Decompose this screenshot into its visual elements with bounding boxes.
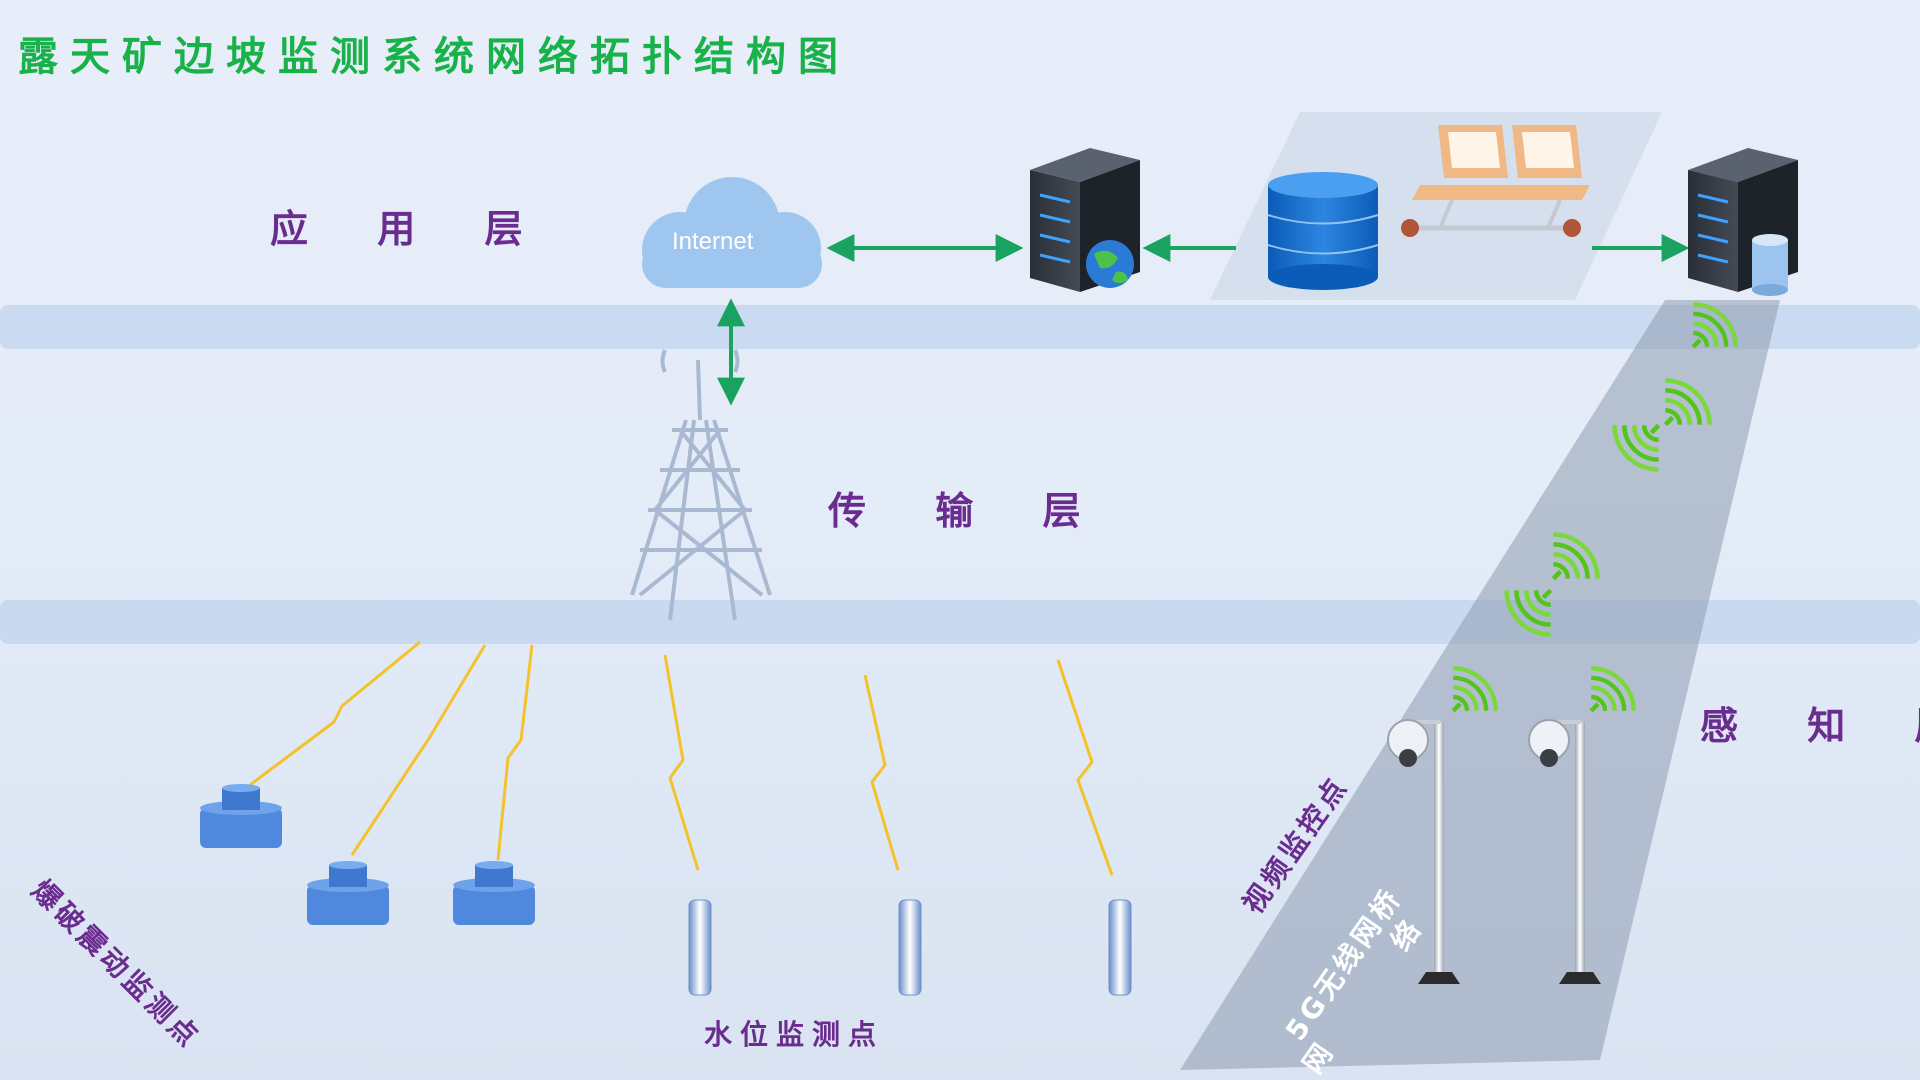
- water-level-sensor-icon: [898, 899, 922, 996]
- camera-pole-icon: [1387, 719, 1460, 984]
- internet-label: Internet: [672, 228, 754, 255]
- vibration-sensor-icon: [307, 861, 389, 925]
- web-server-icon: [1030, 148, 1140, 292]
- water-level-sensor-icon: [688, 899, 712, 996]
- perception-layer-label: 感 知 层: [1700, 704, 1920, 748]
- camera-pole-icon: [1528, 719, 1601, 984]
- database-icon: [1267, 172, 1379, 290]
- lightning-link: [496, 644, 534, 861]
- water-level-label: 水位监测点: [704, 1018, 885, 1051]
- transport-layer-label: 传 输 层: [828, 489, 1109, 533]
- water-level-sensor-icon: [1108, 899, 1132, 996]
- lightning-link: [663, 654, 700, 871]
- lightning-link: [350, 644, 487, 856]
- workstation-icon: [1401, 125, 1590, 237]
- vibration-sensor-icon: [200, 784, 282, 848]
- application-layer-label: 应 用 层: [270, 207, 551, 251]
- lightning-link: [249, 640, 421, 787]
- signal-tower-icon: [630, 349, 772, 621]
- layer-band-bottom: [0, 600, 1920, 644]
- vibration-sensor-icon: [453, 861, 535, 925]
- lightning-links: [249, 640, 1114, 876]
- diagram-title: 露天矿边坡监测系统网络拓扑结构图: [18, 34, 850, 80]
- cloud-icon: [642, 177, 822, 288]
- lightning-link: [1056, 659, 1114, 876]
- layer-band-top: [0, 305, 1920, 349]
- wireless-bridge-beam: [1180, 300, 1780, 1070]
- lightning-link: [863, 674, 900, 871]
- storage-server-icon: [1688, 148, 1798, 296]
